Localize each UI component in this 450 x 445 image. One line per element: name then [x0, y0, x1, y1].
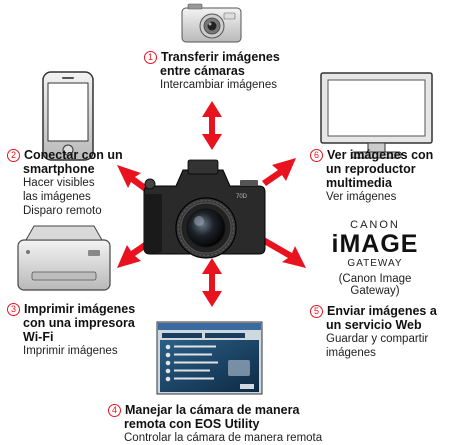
- item-3-title-line-3: Wi-Fi: [23, 330, 54, 344]
- item-2-subtitle-line-1: Hacer visibles: [23, 177, 95, 189]
- item-2-title-line-2: smartphone: [23, 162, 95, 176]
- item-4-title-line-1: Manejar la cámara de manera: [125, 403, 300, 417]
- arrow-to-web-service: [262, 238, 306, 268]
- item-4-number: 4: [108, 404, 121, 417]
- item-5-number: 5: [310, 305, 323, 318]
- canon-brand-text: CANON: [350, 219, 400, 231]
- item-6-title-line-3: multimedia: [326, 176, 392, 190]
- item-5-title-line-1: Enviar imágenes a: [327, 304, 437, 318]
- canon-gateway-caption: (Canon Image Gateway): [338, 273, 412, 297]
- item-2-number: 2: [7, 149, 20, 162]
- item-5-subtitle-line-2: imágenes: [326, 347, 376, 359]
- printer-icon: [17, 225, 111, 291]
- arrow-to-smartphone: [117, 165, 150, 193]
- item-2-subtitle-line-2: las imágenes: [23, 191, 91, 203]
- item-6-title-line-2: un reproductor: [326, 162, 416, 176]
- item-4-label: 4 Manejar la cámara de manera remota con…: [108, 403, 322, 445]
- item-1-title-line-1: Transferir imágenes: [161, 50, 280, 64]
- item-2-title-line-1: Conectar con un: [24, 148, 123, 162]
- image-logo-text: iMAGE: [331, 230, 419, 258]
- item-6-number: 6: [310, 149, 323, 162]
- arrow-to-compact-camera: [202, 101, 222, 150]
- item-1-subtitle: Intercambiar imágenes: [160, 79, 277, 91]
- svg-text:70D: 70D: [236, 194, 248, 200]
- item-3-subtitle: Imprimir imágenes: [23, 345, 118, 357]
- item-1-number: 1: [144, 51, 157, 64]
- item-4-subtitle: Controlar la cámara de manera remota: [124, 432, 323, 444]
- item-5-title-line-2: un servicio Web: [326, 318, 422, 332]
- item-3-title-line-2: con una impresora: [23, 316, 135, 330]
- item-2-subtitle-line-3: Disparo remoto: [23, 205, 102, 217]
- dslr-camera-icon: 70D: [143, 159, 266, 259]
- compact-camera-icon: [181, 3, 242, 43]
- smartphone-icon: [42, 71, 94, 161]
- item-3-label: 3 Imprimir imágenes con una impresora Wi…: [7, 302, 135, 358]
- item-6-label: 6 Ver imágenes con un reproductor multim…: [310, 148, 433, 204]
- item-5-label: 5 Enviar imágenes a un servicio Web Guar…: [310, 304, 437, 360]
- item-4-title-line-2: remota con EOS Utility: [124, 417, 260, 431]
- item-1-label: 1 Transferir imágenes entre cámaras Inte…: [144, 50, 280, 92]
- arrow-to-printer: [117, 240, 151, 268]
- item-6-subtitle: Ver imágenes: [326, 191, 397, 203]
- monitor-icon: [320, 72, 433, 159]
- gateway-text: GATEWAY: [347, 258, 403, 269]
- arrow-to-monitor: [262, 158, 296, 186]
- item-5-subtitle-line-1: Guardar y compartir: [326, 333, 429, 345]
- item-1-title-line-2: entre cámaras: [160, 64, 245, 78]
- arrow-to-pc: [202, 258, 222, 307]
- computer-screen-icon: [156, 321, 263, 395]
- item-6-title-line-1: Ver imágenes con: [327, 148, 434, 162]
- item-3-title-line-1: Imprimir imágenes: [24, 302, 136, 316]
- canon-image-gateway-logo: CANON iMAGE GATEWAY (Canon Image Gateway…: [316, 219, 434, 297]
- item-2-label: 2 Conectar con un smartphone Hacer visib…: [7, 148, 123, 218]
- item-3-number: 3: [7, 303, 20, 316]
- arrows: [117, 101, 306, 307]
